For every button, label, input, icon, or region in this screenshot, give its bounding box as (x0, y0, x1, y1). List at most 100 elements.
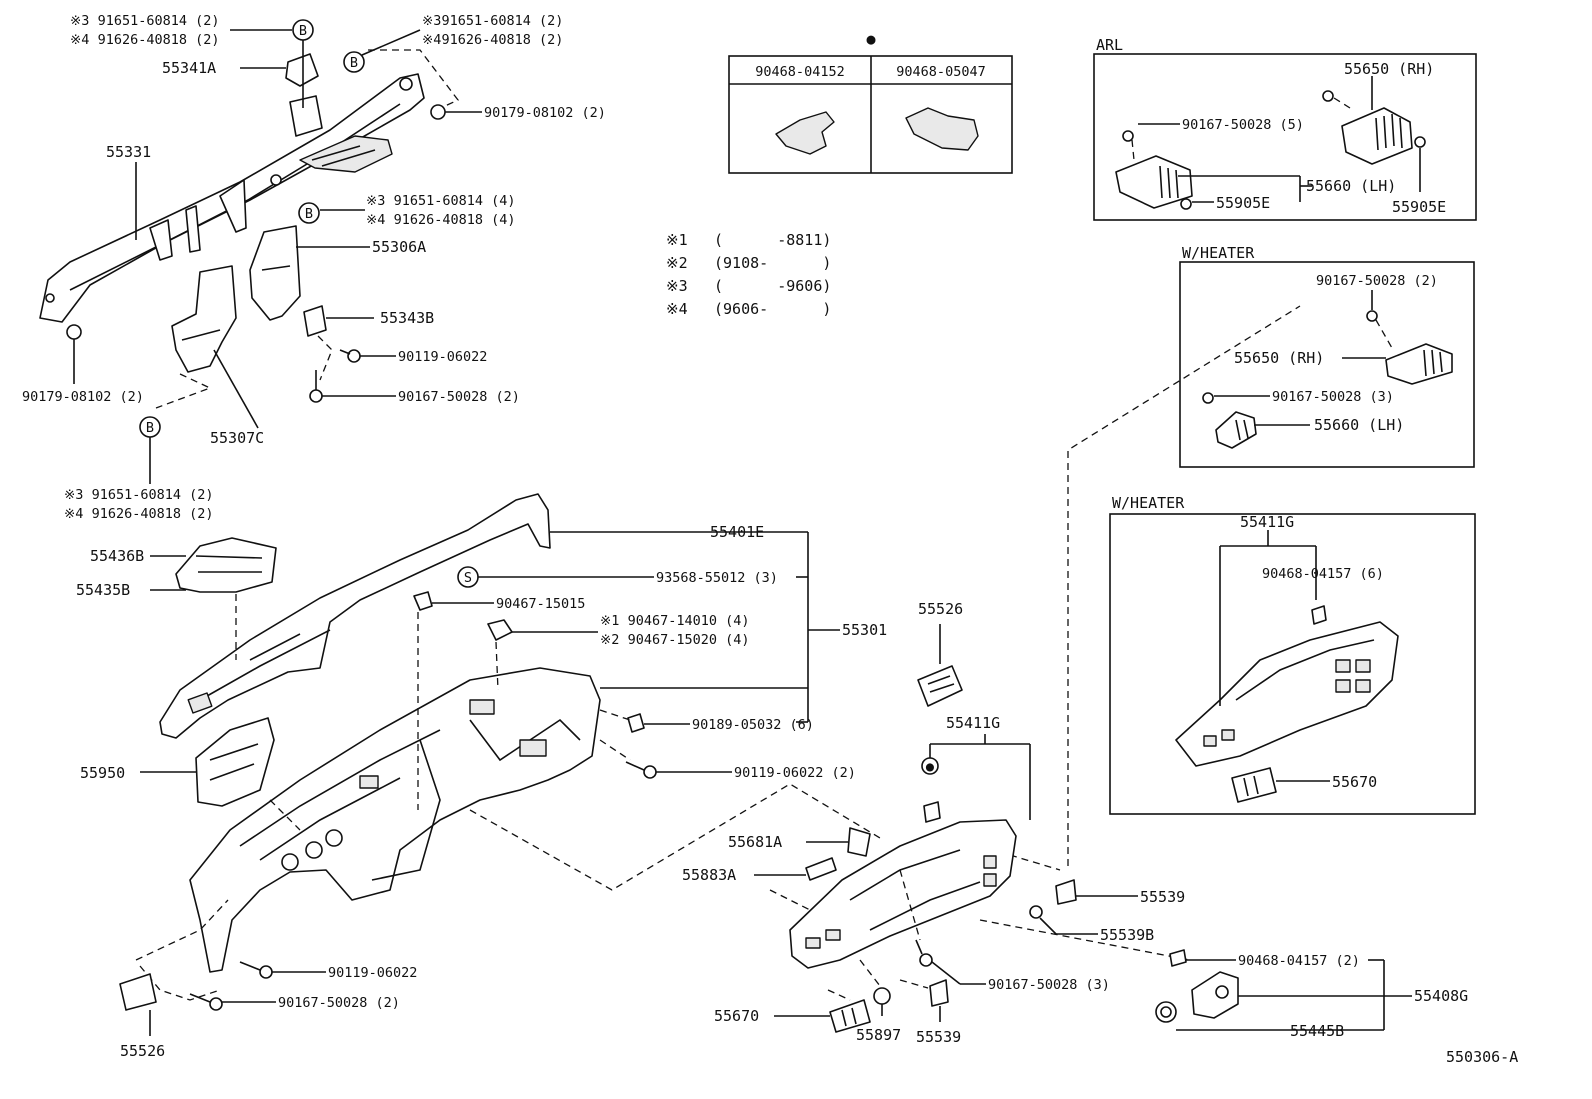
label-55539-right: 55539 (1140, 888, 1185, 906)
heater-box-1 (1179, 261, 1475, 468)
clip-55539-right (1055, 879, 1077, 905)
arl-box-title: ARL (1096, 36, 1123, 54)
label-93568: 93568-55012 (3) (656, 570, 778, 586)
label-arl-55905E-b: 55905E (1392, 198, 1446, 216)
label-heater2-90468: 90468-04157 (6) (1262, 566, 1384, 582)
label-90119-b: 90119-06022 (2) (734, 765, 856, 781)
label-55341A: 55341A (162, 59, 216, 77)
register-55526-mid (917, 665, 963, 707)
nut-90189 (627, 713, 645, 733)
clip-90467-14010 (487, 619, 513, 641)
clip-table-col-1: 90468-04152 (755, 64, 844, 80)
label-55539B: 55539B (1100, 926, 1154, 944)
note-3-text: ( -9606) (714, 277, 831, 295)
label-55445B: 55445B (1290, 1022, 1344, 1040)
label-90467-14010: ※1 90467-14010 (4) (600, 613, 749, 629)
label-b4-b: ※4 91626-40818 (2) (64, 506, 213, 522)
label-90167-a: 90167-50028 (2) (398, 389, 520, 405)
label-arl-90167: 90167-50028 (5) (1182, 117, 1304, 133)
label-b2-b: ※491626-40818 (2) (422, 32, 563, 48)
clip-90467-15015 (413, 591, 433, 611)
label-55950: 55950 (80, 764, 125, 782)
labels: ※3 91651-60814 (2) ※4 91626-40818 (2) 55… (22, 13, 1518, 1066)
heater-register-lh (1215, 411, 1257, 449)
label-55670-bottom: 55670 (714, 1007, 759, 1025)
bracket-55341A (285, 53, 319, 87)
reinforcement-assembly-55331 (39, 73, 425, 323)
label-90179-left: 90179-08102 (2) (22, 389, 144, 405)
bolt-90119-a (339, 349, 361, 363)
arl-box (1093, 53, 1477, 221)
label-55436B: 55436B (90, 547, 144, 565)
label-heater1-55650: 55650 (RH) (1234, 349, 1324, 367)
svg-text:B: B (350, 55, 358, 71)
screw-90167-b (189, 993, 223, 1011)
label-heater1-90167-b: 90167-50028 (3) (1272, 389, 1394, 405)
label-b1-a: ※3 91651-60814 (2) (70, 13, 219, 29)
svg-text:●: ● (926, 759, 935, 775)
screw-90119-c (239, 961, 273, 979)
label-55331: 55331 (106, 143, 151, 161)
label-90179-top: 90179-08102 (2) (484, 105, 606, 121)
screw-90167-c (915, 939, 933, 967)
label-b1-b: ※4 91626-40818 (2) (70, 32, 219, 48)
label-90167-c: 90167-50028 (3) (988, 977, 1110, 993)
label-90468-04157-2: 90468-04157 (2) (1238, 953, 1360, 969)
label-90189: 90189-05032 (6) (692, 717, 814, 733)
label-55343B: 55343B (380, 309, 434, 327)
b-mark-2: B (343, 51, 365, 73)
register-55436B-55435B (175, 537, 277, 593)
label-55539-bottom: 55539 (916, 1028, 961, 1046)
label-55301: 55301 (842, 621, 887, 639)
heater-register-rh (1385, 343, 1453, 385)
label-55526-mid: 55526 (918, 600, 963, 618)
note-3-mark: ※3 (666, 277, 688, 295)
label-55883A: 55883A (682, 866, 736, 884)
label-55435B: 55435B (76, 581, 130, 599)
label-55526-left: 55526 (120, 1042, 165, 1060)
label-b3-a: ※3 91651-60814 (4) (366, 193, 515, 209)
label-arl-55905E-a: 55905E (1216, 194, 1270, 212)
nut-90179-left (66, 324, 82, 340)
s-mark: S (457, 566, 479, 588)
label-90119-a: 90119-06022 (398, 349, 487, 365)
label-90467-15020: ※2 90467-15020 (4) (600, 632, 749, 648)
note-2-mark: ※2 (666, 254, 688, 272)
bolt-90119-b (625, 761, 657, 779)
label-arl-55650: 55650 (RH) (1344, 60, 1434, 78)
cluster-finish-panel-heater (1175, 621, 1399, 767)
knob-55445B (1155, 1001, 1177, 1023)
clip-55539B (1029, 905, 1043, 919)
heater-box-2 (1109, 513, 1476, 815)
cluster-finish-panel-55411G (789, 819, 1017, 969)
note-4-mark: ※4 (666, 300, 688, 318)
arl-register-lh (1115, 155, 1193, 209)
label-heater1-90167-a: 90167-50028 (2) (1316, 273, 1438, 289)
note-1-mark: ※1 (666, 231, 688, 249)
bracket-55307C (171, 265, 237, 373)
clip-55539-bottom (929, 979, 949, 1007)
label-55401E: 55401E (710, 523, 764, 541)
b-mark-4: B (139, 416, 161, 438)
nut-90179-top (430, 104, 446, 120)
label-55681A: 55681A (728, 833, 782, 851)
clip-table-marker: ● (866, 30, 875, 48)
label-55307C: 55307C (210, 429, 264, 447)
clip-55681A (847, 827, 871, 857)
svg-text:B: B (299, 23, 307, 39)
svg-text:S: S (464, 570, 472, 586)
b-mark-1: B (292, 19, 314, 41)
notes-block: ※1 ( -8811) ※2 (9108- ) ※3 ( -9606) ※4 (… (666, 231, 831, 318)
clip-55343B (303, 305, 327, 337)
clip-55897 (873, 987, 891, 1005)
clip-table-col-2: 90468-05047 (896, 64, 985, 80)
b-mark-3: B (298, 202, 320, 224)
instrument-panel-55301 (189, 667, 601, 973)
switch-55408G (1191, 971, 1239, 1019)
svg-text:B: B (305, 206, 313, 222)
clip-90468-04157 (1169, 949, 1187, 967)
label-55408G: 55408G (1414, 987, 1468, 1005)
label-55411G-mid: 55411G (946, 714, 1000, 732)
register-55670-bottom (829, 999, 871, 1033)
diagram-id: 550306-A (1446, 1048, 1518, 1066)
